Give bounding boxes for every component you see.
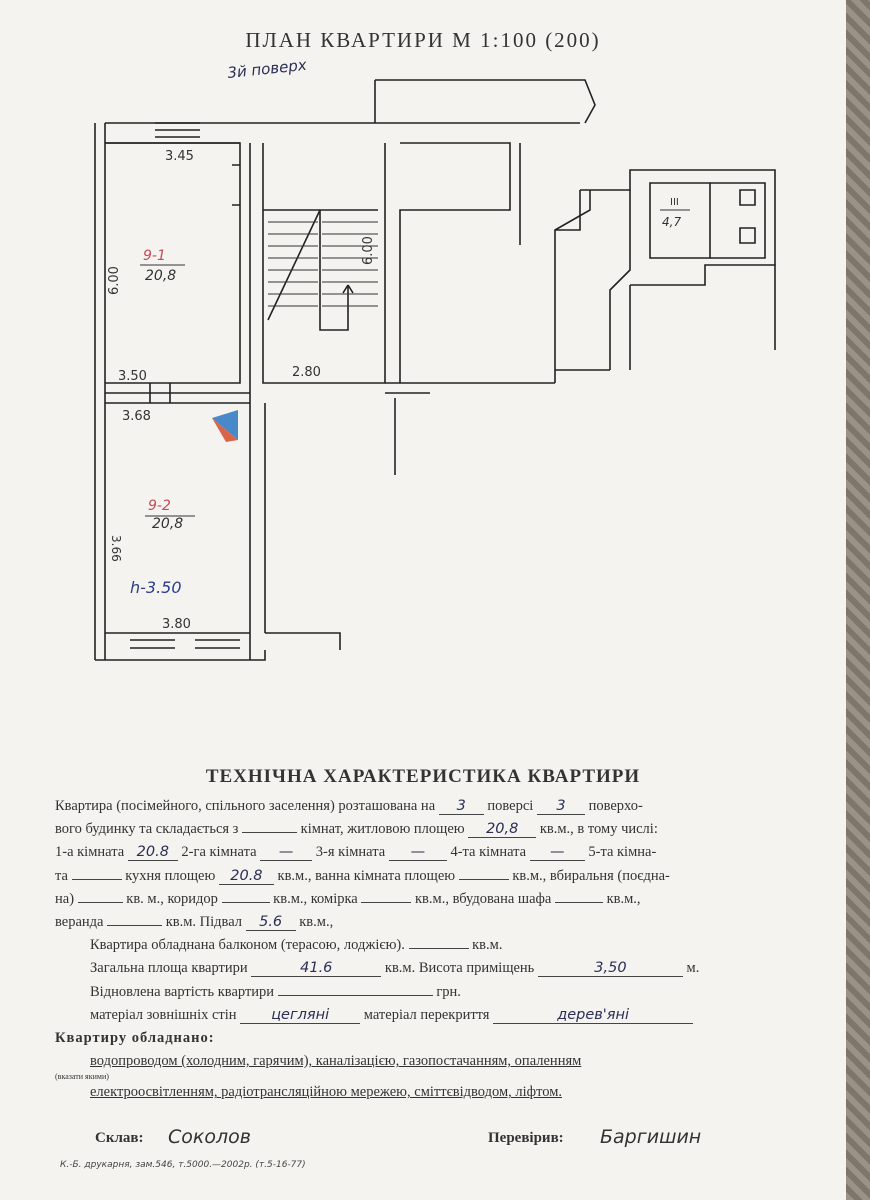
dim-left-lower: 3.66 (109, 535, 123, 562)
made-by-signature: Соколов (168, 1126, 251, 1148)
field-floors-total: 3 (536, 798, 585, 815)
checked-by-label: Перевірив: (488, 1130, 564, 1146)
field-floor: 3 (438, 798, 484, 815)
field-rooms (242, 832, 298, 834)
dim-room2-bottom: 3.80 (162, 617, 191, 632)
label: кухня площею (125, 867, 216, 884)
field-room5 (71, 878, 122, 880)
equipment-line-2: електроосвітленням, радіотрансляційною м… (90, 1084, 562, 1101)
label: кв.м., комірка (273, 890, 358, 907)
dim-left-upper: 6.00 (107, 266, 122, 295)
field-basement: 5.6 (245, 914, 296, 932)
field-toilet (77, 901, 123, 903)
room1-number: 9-1 (143, 248, 166, 264)
field-balcony (408, 948, 469, 950)
floor-note: 3й поверх (227, 56, 308, 82)
label: вого будинку та складається з (55, 821, 239, 838)
label: Квартира (посімейного, спільного заселен… (55, 798, 436, 814)
field-room4: — (529, 844, 585, 862)
page-title: ПЛАН КВАРТИРИ М 1:100 (200) (245, 28, 601, 52)
label: веранда (55, 914, 104, 931)
label: та (55, 867, 68, 884)
label: кв.м., вбудована шафа (415, 890, 552, 907)
label: Квартира обладнана балконом (терасою, ло… (90, 937, 405, 954)
label: матеріал зовнішніх стін (90, 1006, 237, 1023)
equipment-note: (вказати якими) (55, 1072, 109, 1082)
label: кв.м., (299, 914, 334, 931)
dim-stair-right: 6.00 (361, 236, 376, 265)
field-wardrobe (554, 901, 603, 903)
field-bathroom (458, 878, 509, 880)
dim-room2-top: 3.68 (122, 409, 151, 424)
label: кв. м., коридор (126, 890, 218, 907)
dim-stair-bottom: 2.80 (292, 365, 321, 380)
label: матеріал перекриття (363, 1006, 490, 1023)
label: 3-я кімната (315, 844, 386, 861)
background-carpet (846, 0, 870, 1200)
room2-number: 9-2 (148, 498, 171, 514)
basement-area: 4,7 (662, 215, 681, 229)
field-room3: — (388, 844, 447, 862)
label: м. (686, 960, 700, 977)
label: 2-га кімната (181, 844, 257, 861)
equipment-line-1: водопроводом (холодним, гарячим), каналі… (90, 1053, 582, 1070)
dim-top-left: 3.45 (165, 149, 194, 164)
made-by-label: Склав: (95, 1130, 144, 1146)
label: кв.м. Висота приміщень (384, 960, 535, 977)
printer-imprint: К.-Б. друкарня, зам.546, т.5000.—2002р. … (60, 1160, 306, 1170)
label: поверхо- (588, 798, 643, 814)
room2-area: 20,8 (152, 516, 183, 532)
label: кімнат, житловою площею (300, 821, 465, 838)
field-cost (277, 994, 433, 996)
dim-room1-bottom: 3.50 (118, 369, 147, 384)
floor-plan: 3й поверх 3.45 6.00 6.00 3.50 2.80 3.68 … (94, 56, 776, 661)
label: кв.м. Підвал (165, 914, 242, 931)
checked-by-signature: Баргишин (600, 1126, 702, 1148)
label: кв.м., (606, 890, 641, 907)
room1-area: 20,8 (145, 268, 176, 284)
field-room2: — (260, 844, 313, 862)
field-height: 3,50 (537, 960, 683, 978)
section-title: ТЕХНІЧНА ХАРАКТЕРИСТИКА КВАРТИРИ (205, 766, 641, 787)
label: Відновлена вартість квартири (90, 983, 275, 1000)
label: 4-та кімната (450, 844, 527, 861)
stove-symbol (212, 410, 238, 442)
equipped-heading: Квартиру обладнано: (55, 1030, 215, 1047)
label: 5-та кімна- (588, 844, 657, 861)
label: на) (55, 890, 75, 907)
label: 1-а кімната (55, 844, 125, 861)
characteristics-form: Квартира (посімейного, спільного заселен… (55, 795, 815, 1105)
height-note: h-3.50 (130, 578, 182, 597)
label: кв.м. (472, 937, 503, 954)
field-room1: 20.8 (127, 844, 178, 862)
document-sheet (0, 0, 846, 1200)
field-storage (361, 901, 412, 903)
label: Загальна площа квартири (90, 960, 248, 977)
field-floors-material: дерев'яні (493, 1007, 694, 1024)
field-veranda (107, 925, 163, 927)
label: кв.м., в тому числі: (539, 821, 658, 838)
label: грн. (436, 983, 461, 1000)
field-total-area: 41.6 (251, 960, 382, 978)
label: кв.м., ванна кімната площею (277, 867, 456, 884)
field-walls: цегляні (240, 1007, 361, 1024)
field-corridor (221, 901, 270, 903)
label: поверсі (487, 798, 534, 814)
field-kitchen: 20.8 (218, 868, 274, 885)
label: кв.м., вбиральня (поєдна- (512, 867, 670, 884)
basement-number: III (670, 197, 679, 208)
field-living-area: 20,8 (468, 821, 537, 839)
